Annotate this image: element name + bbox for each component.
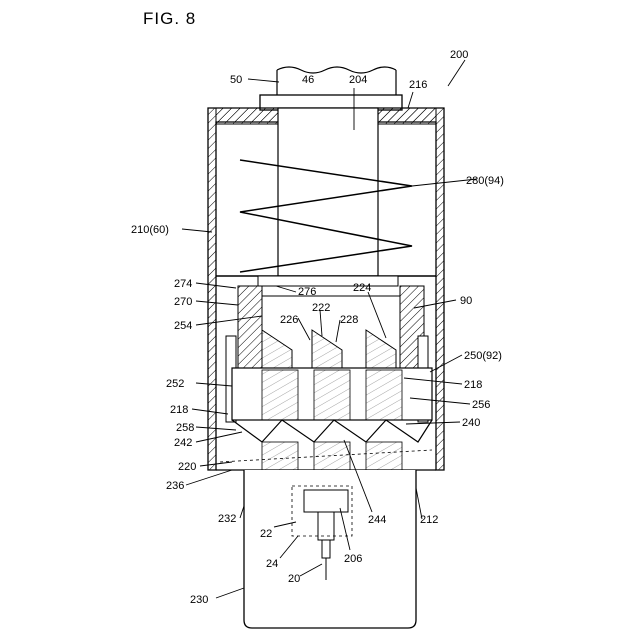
label-204: 204 xyxy=(349,74,367,86)
label-254: 254 xyxy=(174,320,192,332)
rotor-segments xyxy=(262,370,402,420)
figure-title: FIG. 8 xyxy=(143,9,196,28)
label-210: 210(60) xyxy=(131,224,169,236)
label-22: 22 xyxy=(260,528,272,540)
label-226: 226 xyxy=(280,314,298,326)
block-270-left xyxy=(238,286,262,368)
label-218-left: 218 xyxy=(170,404,188,416)
label-232: 232 xyxy=(218,513,236,525)
label-276: 276 xyxy=(298,286,316,298)
label-244: 244 xyxy=(368,514,386,526)
rod-204 xyxy=(278,108,378,276)
label-270: 270 xyxy=(174,296,192,308)
label-240: 240 xyxy=(462,417,480,429)
cover-216-right xyxy=(378,108,436,124)
label-220: 220 xyxy=(178,461,196,473)
label-218-right: 218 xyxy=(464,379,482,391)
label-224: 224 xyxy=(353,282,371,294)
label-256: 256 xyxy=(472,399,490,411)
label-250: 250(92) xyxy=(464,350,502,362)
label-216: 216 xyxy=(409,79,427,91)
label-280: 280(94) xyxy=(466,175,504,187)
cam-240 xyxy=(232,420,432,442)
label-46: 46 xyxy=(302,74,314,86)
label-242: 242 xyxy=(174,437,192,449)
label-50: 50 xyxy=(230,74,242,86)
lower-blocks xyxy=(262,442,402,472)
cover-216 xyxy=(216,108,278,124)
label-200: 200 xyxy=(450,49,468,61)
shaft-50 xyxy=(277,67,396,95)
label-24: 24 xyxy=(266,558,278,570)
label-212: 212 xyxy=(420,514,438,526)
label-236: 236 xyxy=(166,480,184,492)
label-258: 258 xyxy=(176,422,194,434)
label-206: 206 xyxy=(344,553,362,565)
label-90: 90 xyxy=(460,295,472,307)
label-274: 274 xyxy=(174,278,192,290)
label-20: 20 xyxy=(288,573,300,585)
label-228: 228 xyxy=(340,314,358,326)
plate-276 xyxy=(258,276,398,286)
label-222: 222 xyxy=(312,302,330,314)
label-252: 252 xyxy=(166,378,184,390)
label-230: 230 xyxy=(190,594,208,606)
